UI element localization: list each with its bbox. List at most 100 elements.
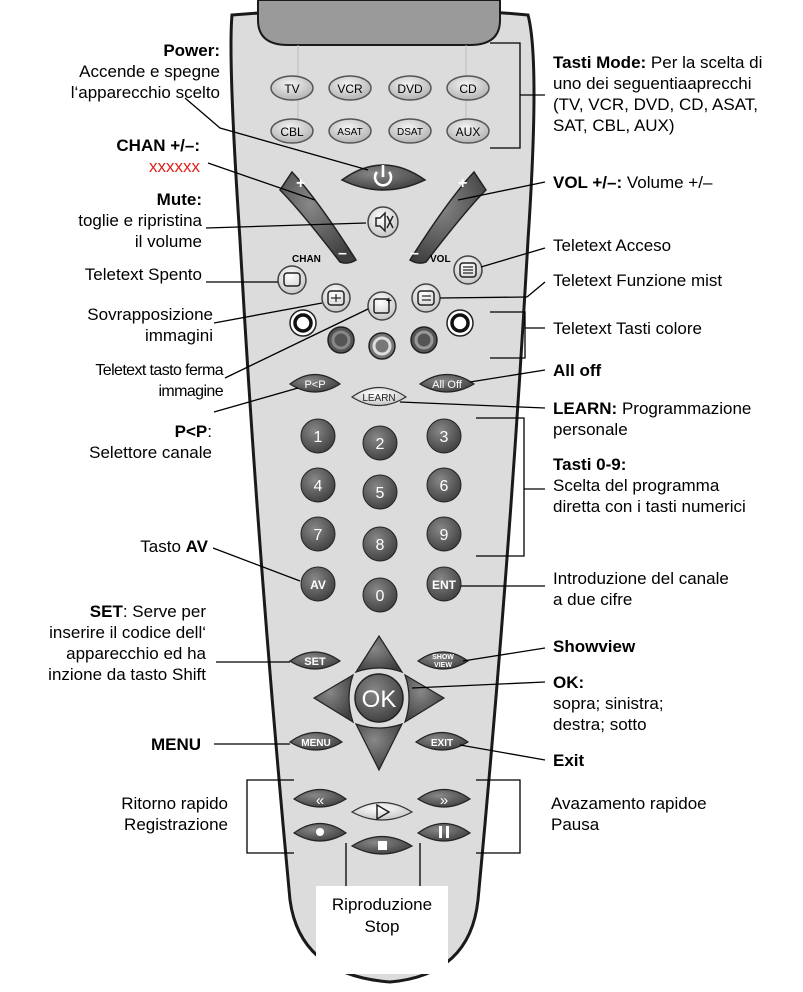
learn-button-label: LEARN xyxy=(362,393,395,404)
label-mode-line3: (TV, VCR, DVD, CD, ASAT, xyxy=(553,95,758,114)
digit-button-9[interactable]: 9 xyxy=(426,516,462,552)
pause-button[interactable] xyxy=(416,822,472,842)
showview-label-1: SHOW xyxy=(432,654,454,661)
leader-lines xyxy=(184,42,546,889)
digit-button-4[interactable]: 4 xyxy=(300,467,336,503)
label-play-line: Riproduzione xyxy=(331,895,433,914)
mix-icon xyxy=(417,290,435,306)
pp-button-label: P<P xyxy=(304,379,325,391)
fastforward-button[interactable]: » xyxy=(416,788,472,810)
mode-button-dvd[interactable]: DVD xyxy=(388,75,432,101)
teletext-off-button[interactable] xyxy=(277,265,307,295)
label-exit: Exit xyxy=(553,750,584,771)
mode-button-vcr[interactable]: VCR xyxy=(328,75,372,101)
label-pp-title: P<P xyxy=(174,422,208,441)
menu-button[interactable]: MENU xyxy=(288,731,344,751)
digit-button-0[interactable]: 0 xyxy=(362,577,398,613)
label-teletext-mix-text: Teletext Funzione mist xyxy=(553,271,723,290)
vol-label: VOL xyxy=(430,254,451,265)
label-ok: OK: sopra; sinistra; destra; sotto xyxy=(553,672,664,735)
mode-button-cd[interactable]: CD xyxy=(446,75,490,101)
stop-button[interactable] xyxy=(350,836,414,855)
label-ok-line2: destra; sotto xyxy=(553,715,647,734)
label-set-line2: inserire il codice dell‘ xyxy=(49,623,206,642)
color-button-yellow[interactable] xyxy=(368,332,396,360)
color-button-red[interactable] xyxy=(289,309,317,337)
exit-button[interactable]: EXIT xyxy=(414,731,470,751)
label-mode-title: Tasti Mode: xyxy=(553,53,647,72)
alloff-button[interactable]: All Off xyxy=(418,373,476,393)
digit-button-5[interactable]: 5 xyxy=(362,474,398,510)
overlay-button[interactable] xyxy=(321,283,351,313)
teletext-on-button[interactable] xyxy=(453,255,483,285)
power-icon xyxy=(373,165,393,187)
label-ok-title: OK: xyxy=(553,673,585,692)
vol-rocker[interactable]: + – xyxy=(408,170,487,264)
mode-button-aux[interactable]: AUX xyxy=(446,118,490,144)
label-set-bold: SET xyxy=(89,602,123,621)
pp-button[interactable]: P<P xyxy=(288,373,342,393)
label-av: Tasto AV xyxy=(140,536,208,557)
set-button-label: SET xyxy=(304,656,326,668)
mode-label: TV xyxy=(284,82,299,96)
digit-button-8[interactable]: 8 xyxy=(362,526,398,562)
ent-button[interactable]: ENT xyxy=(426,566,462,602)
label-chan: CHAN +/–: xxxxxx xyxy=(116,135,200,177)
dpad-up-button[interactable] xyxy=(354,634,404,674)
av-button[interactable]: AV xyxy=(300,566,336,602)
digit-button-7[interactable]: 7 xyxy=(300,516,336,552)
ok-button[interactable]: OK xyxy=(354,673,404,723)
svg-text:AV: AV xyxy=(310,578,326,592)
label-alloff: All off xyxy=(553,360,601,381)
dpad-left-button[interactable] xyxy=(312,673,355,724)
overlay-icon xyxy=(327,290,345,306)
color-button-blue[interactable] xyxy=(410,326,438,354)
record-button[interactable] xyxy=(292,822,348,842)
label-teletext-on: Teletext Acceso xyxy=(553,235,671,256)
digit-button-6[interactable]: 6 xyxy=(426,467,462,503)
color-button-black[interactable] xyxy=(446,309,474,337)
label-menu-text: MENU xyxy=(150,735,201,754)
digit-button-2[interactable]: 2 xyxy=(362,425,398,461)
power-button[interactable] xyxy=(340,164,427,191)
rewind-button[interactable]: « xyxy=(292,788,348,810)
label-power-title: Power: xyxy=(163,41,220,60)
mode-button-asat[interactable]: ASAT xyxy=(328,118,372,144)
svg-text:0: 0 xyxy=(376,588,385,605)
set-button[interactable]: SET xyxy=(288,651,342,670)
label-rewind-line1: Ritorno rapido xyxy=(121,794,228,813)
digit-button-1[interactable]: 1 xyxy=(300,418,336,454)
dpad-down-button[interactable] xyxy=(354,722,404,772)
mix-button[interactable] xyxy=(411,283,441,313)
showview-button[interactable]: SHOW VIEW xyxy=(416,651,470,670)
vol-minus-label: – xyxy=(410,245,419,262)
svg-text:9: 9 xyxy=(440,527,449,544)
fastforward-icon: » xyxy=(440,792,448,809)
svg-text:+: + xyxy=(386,296,392,307)
label-pp: P<P: Selettore canale xyxy=(89,421,212,463)
color-button-green[interactable] xyxy=(327,326,355,354)
mode-button-dsat[interactable]: DSAT xyxy=(388,118,432,144)
mute-button[interactable] xyxy=(367,206,399,238)
mode-button-tv[interactable]: TV xyxy=(270,75,314,101)
label-fastforward-line2: Pausa xyxy=(551,815,600,834)
stop-icon xyxy=(378,841,387,850)
label-power-line2: l‘apparecchio scelto xyxy=(70,83,220,102)
play-button[interactable] xyxy=(350,802,414,821)
learn-button[interactable]: LEARN xyxy=(350,386,408,407)
svg-text:4: 4 xyxy=(314,478,323,495)
play-icon xyxy=(376,803,391,821)
label-mode-line2: uno dei seguentiaaprecchi xyxy=(553,74,752,93)
label-set-line3: apparecchio ed ha xyxy=(66,644,206,663)
hold-button[interactable]: + xyxy=(367,291,397,321)
mode-label: CD xyxy=(459,82,477,96)
label-ok-line1: sopra; sinistra; xyxy=(553,694,664,713)
label-set-line4: inzione da tasto Shift xyxy=(48,665,206,684)
mode-label: VCR xyxy=(337,82,363,96)
dpad-right-button[interactable] xyxy=(403,673,446,724)
chan-label: CHAN xyxy=(292,254,321,265)
mode-button-cbl[interactable]: CBL xyxy=(270,118,314,144)
label-teletext-color-text: Teletext Tasti colore xyxy=(553,319,702,338)
digit-button-3[interactable]: 3 xyxy=(426,418,462,454)
